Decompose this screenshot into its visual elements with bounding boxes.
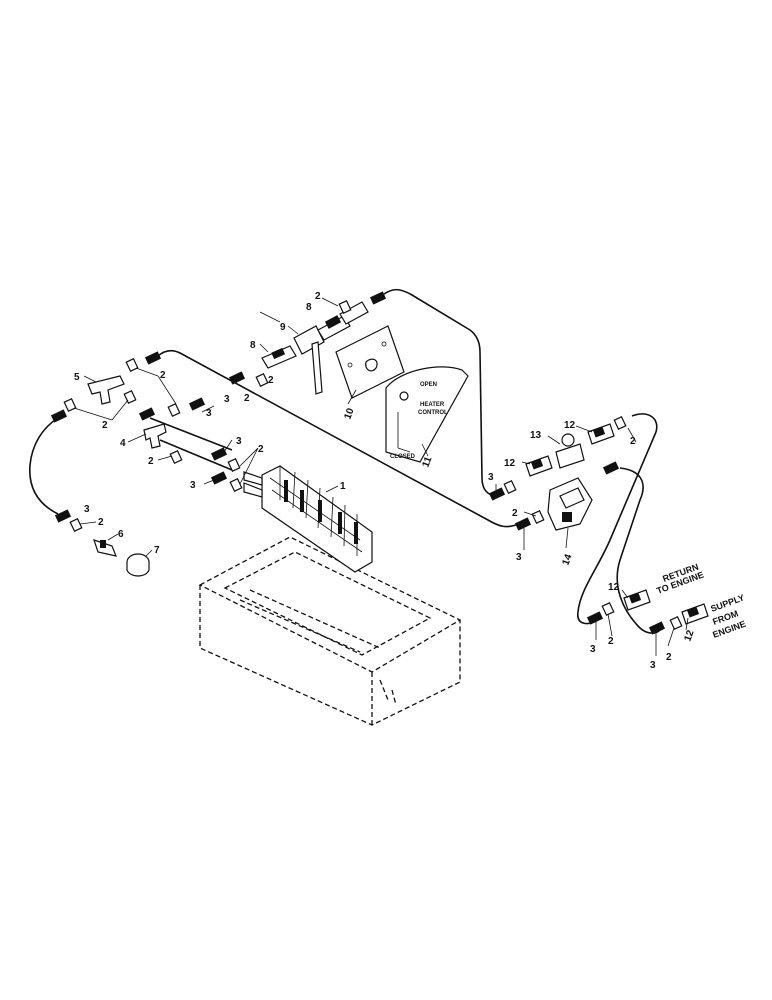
plate-text-heater: HEATER — [420, 402, 445, 408]
callout-12-return: 12 — [608, 582, 620, 593]
callout-13: 13 — [530, 430, 542, 441]
callout-numbers: 1 2 2 2 2 2 2 2 2 2 2 2 2 3 3 3 3 3 3 3 … — [74, 291, 697, 671]
callout-3-mid: 3 — [236, 436, 242, 447]
hose-lower-inner — [159, 439, 233, 471]
callout-6: 6 — [118, 529, 124, 540]
callout-1: 1 — [340, 481, 346, 492]
callout-2-left-upper: 2 — [160, 370, 166, 381]
drain-cock — [93, 539, 117, 557]
callout-9: 9 — [280, 322, 286, 333]
callout-3-upper: 3 — [206, 408, 212, 419]
heater-control-plate: OPEN HEATER CONTROL CLOSED — [385, 366, 469, 463]
elbow-fitting — [143, 423, 167, 449]
callout-12-left: 12 — [504, 458, 516, 469]
callout-8-lower: 8 — [250, 340, 256, 351]
callout-3-drain: 3 — [84, 504, 90, 515]
callout-2-supply: 2 — [666, 652, 672, 663]
callout-10: 10 — [342, 406, 356, 421]
water-valve — [555, 433, 585, 469]
hose-return-loop — [577, 413, 658, 625]
hose-top-loop — [379, 288, 499, 497]
callout-3-lower: 3 — [190, 480, 196, 491]
leader-lines — [73, 297, 689, 656]
callout-5: 5 — [74, 372, 80, 383]
hose-ends — [50, 291, 666, 635]
callout-4: 4 — [120, 438, 126, 449]
callout-2-drain: 2 — [98, 517, 104, 528]
callout-2-valve: 2 — [268, 375, 274, 386]
callout-2-return: 2 — [608, 636, 614, 647]
tee-fitting — [87, 375, 125, 405]
heater-box-housing — [198, 536, 462, 726]
hose-left-loop — [29, 417, 59, 515]
hose-adapters — [525, 423, 709, 625]
hose-clamps — [63, 299, 683, 631]
callout-3-valve: 3 — [488, 472, 494, 483]
callout-2-lower: 2 — [148, 456, 154, 467]
callout-3-valve14: 3 — [516, 552, 522, 563]
callout-2-left: 2 — [102, 420, 108, 431]
mounting-plate — [335, 325, 405, 399]
hose-lines — [29, 288, 661, 634]
callout-12-upper: 12 — [564, 420, 576, 431]
solenoid-valve — [547, 477, 593, 531]
callout-2-heater: 2 — [258, 444, 264, 455]
callout-2-mid: 2 — [244, 393, 250, 404]
hose-main-diagonal — [157, 349, 517, 528]
callout-7: 7 — [154, 545, 160, 556]
flow-notes: RETURN TO ENGINE SUPPLY FROM ENGINE — [655, 562, 747, 640]
callout-2-right: 2 — [630, 436, 636, 447]
callout-12-supply: 12 — [682, 628, 696, 643]
callout-2-top: 2 — [315, 291, 321, 302]
callout-3-supply: 3 — [650, 660, 656, 671]
callout-2-valve14: 2 — [512, 508, 518, 519]
drain-cap — [126, 553, 150, 577]
callout-11: 11 — [420, 455, 434, 469]
callout-8-upper: 8 — [306, 302, 312, 313]
heater-core — [243, 465, 373, 573]
plate-text-closed: CLOSED — [390, 454, 416, 460]
callout-3-extra: 3 — [224, 394, 230, 405]
callout-3-return: 3 — [590, 644, 596, 655]
control-valve-assembly — [261, 301, 369, 395]
plate-text-open: OPEN — [420, 382, 437, 388]
plate-text-control: CONTROL — [418, 410, 448, 416]
hose-upper-inner — [149, 417, 233, 451]
hose-supply-loop — [616, 467, 661, 634]
callout-14: 14 — [560, 552, 574, 567]
